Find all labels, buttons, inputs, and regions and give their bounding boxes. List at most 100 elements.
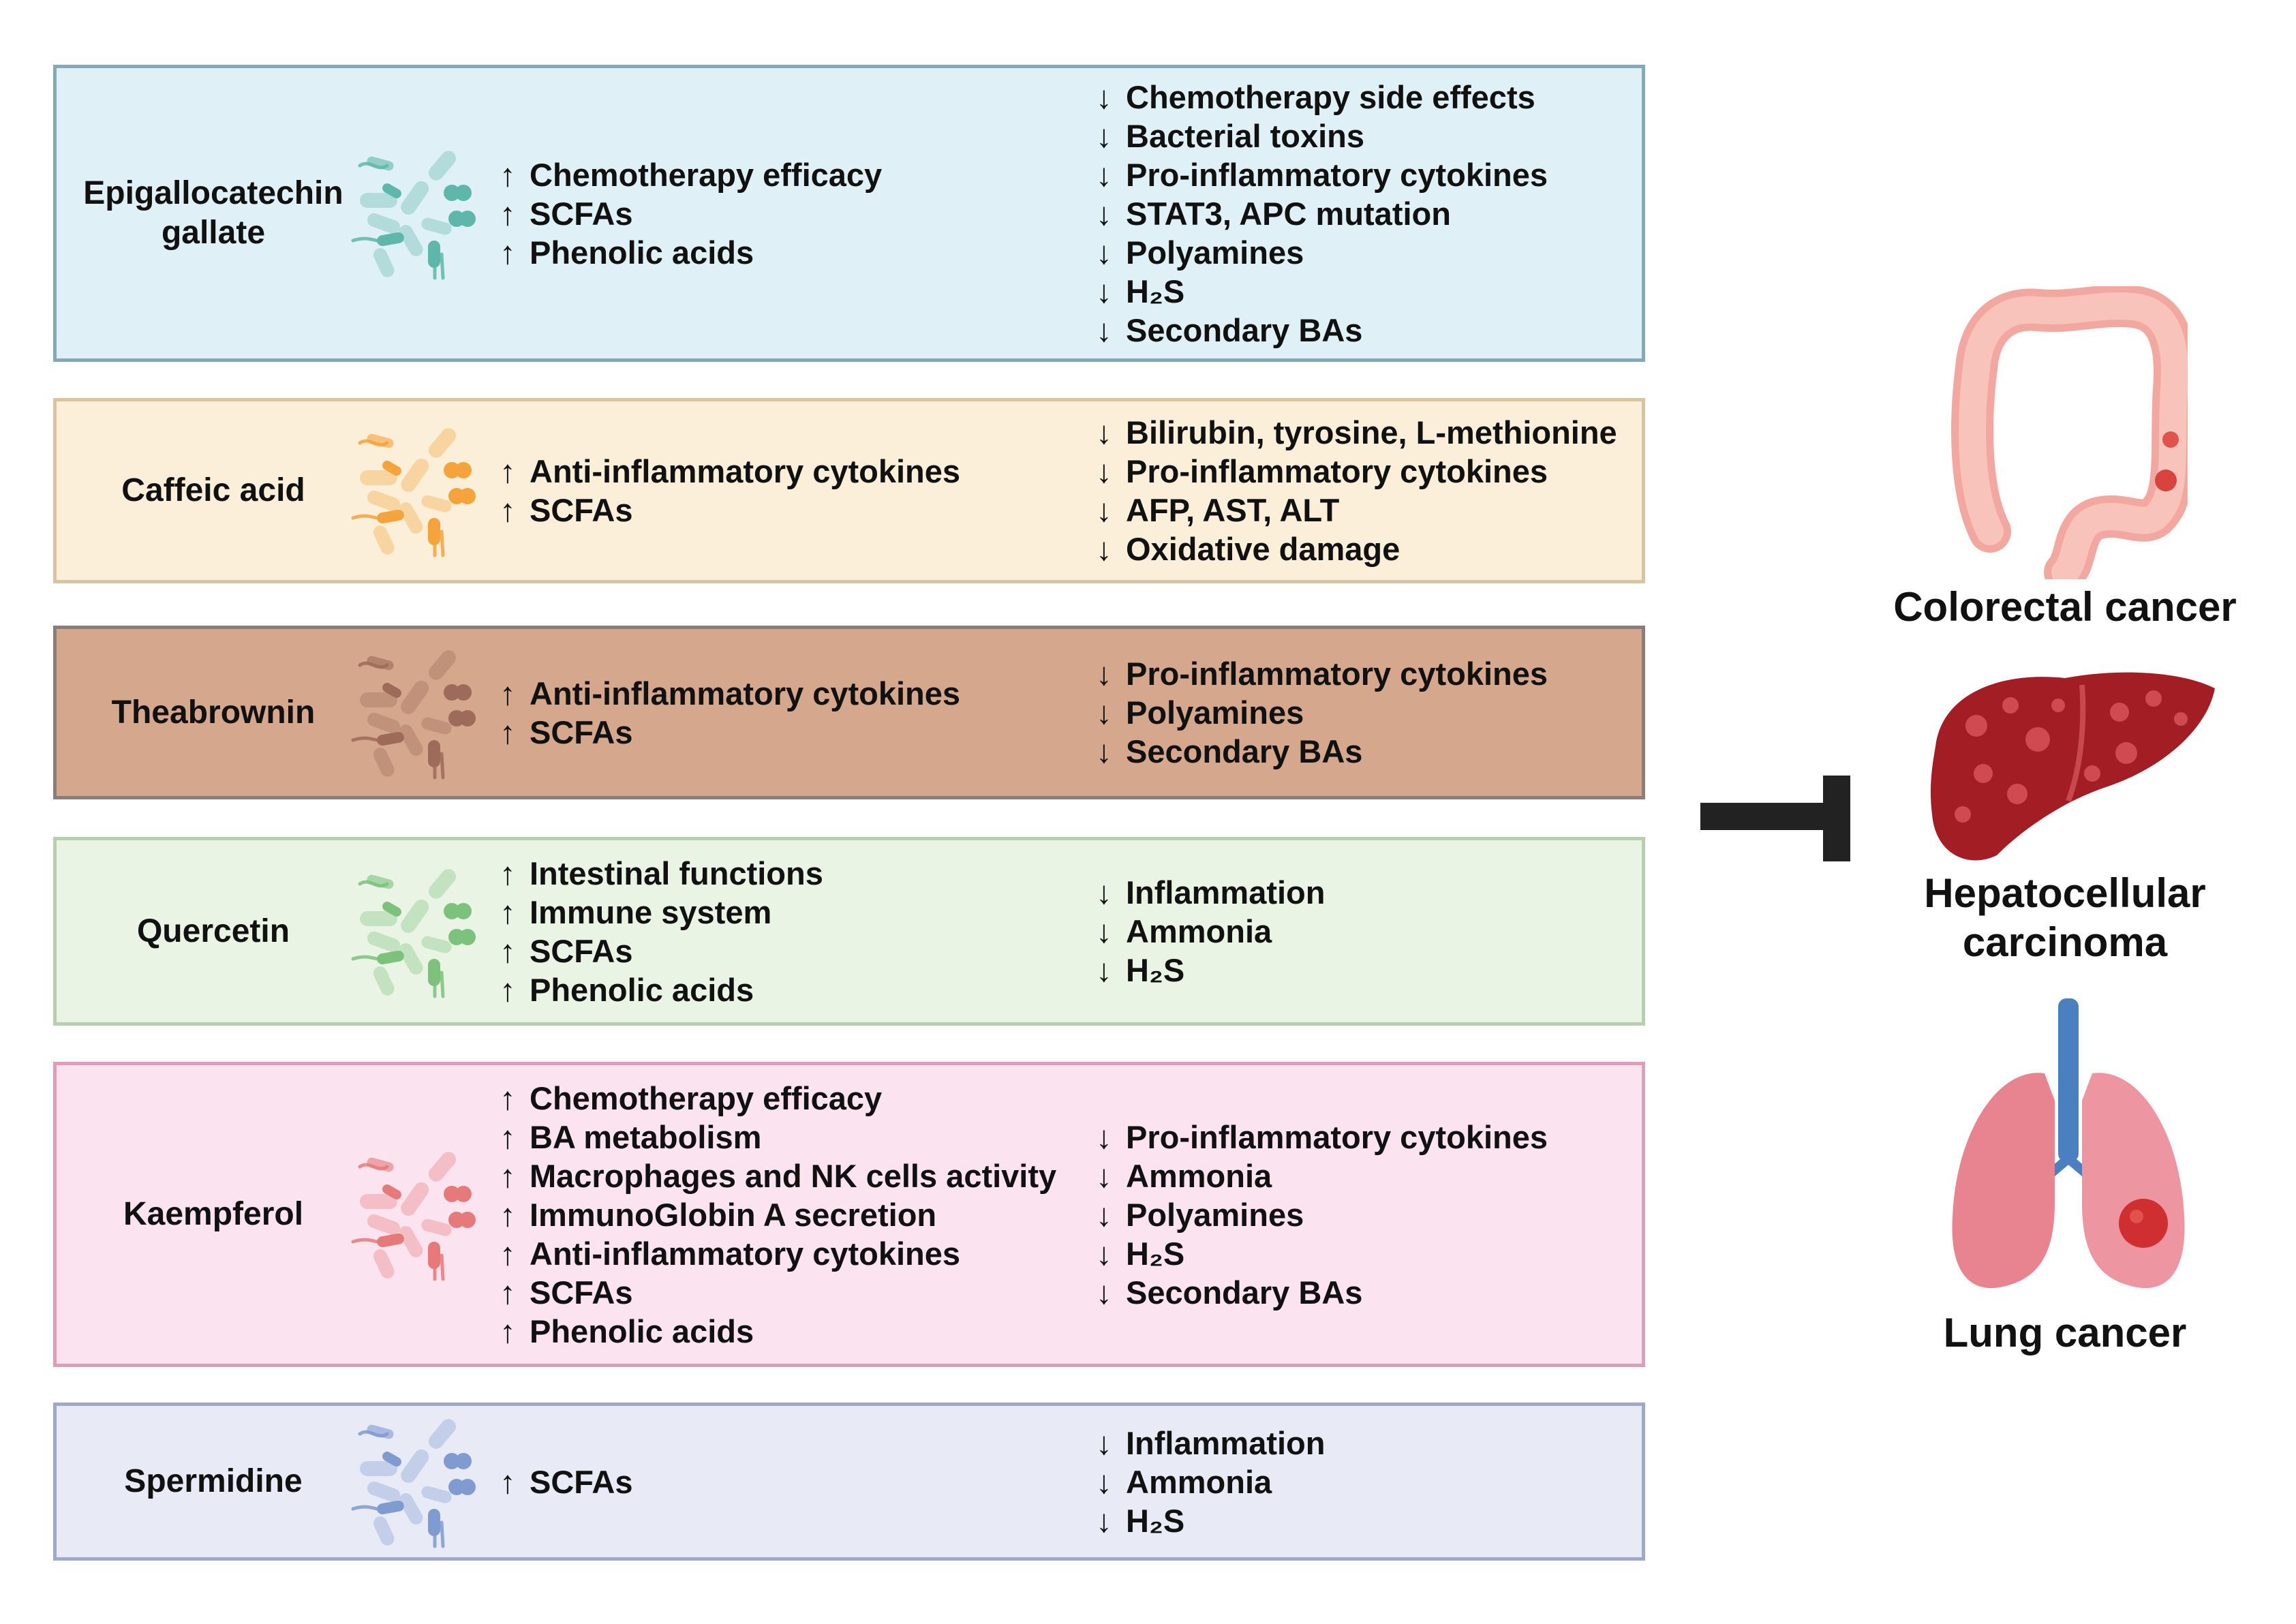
effect-text: Polyamines [1126, 234, 1304, 271]
compound-panel: Spermidine ↑SCFAs↓Inflammation↓Ammonia↓H… [53, 1403, 1645, 1561]
decreased-effects-list: ↓ Inflammation ↓ Ammonia↓H₂S [1096, 840, 1325, 1022]
increased-effect: ↑Chemotherapy efficacy [500, 1079, 1056, 1118]
effect-text: AFP, AST, ALT [1126, 492, 1340, 528]
effect-text: Chemotherapy efficacy [530, 156, 883, 193]
effect-text: Polyamines [1126, 1196, 1304, 1233]
effect-text: Ammonia [1126, 1463, 1272, 1500]
decreased-effect: ↓Inflammation [1096, 1424, 1325, 1462]
effect-text: Pro-inflammatory cytokines [1126, 656, 1548, 692]
down-arrow-icon: ↓ [1096, 1424, 1112, 1461]
effect-text: SCFAs [530, 195, 633, 232]
down-arrow-icon: ↓ [1096, 1502, 1112, 1539]
down-arrow-icon: ↓ [1096, 1235, 1112, 1272]
up-arrow-icon: ↑ [500, 893, 516, 930]
effect-text: BA metabolism [530, 1118, 762, 1155]
down-arrow-icon: ↓ [1096, 311, 1112, 348]
decreased-effect: ↓ Pro-inflammatory cytokines [1096, 654, 1548, 693]
liver-icon [1930, 672, 2215, 861]
down-arrow-icon: ↓ [1096, 156, 1112, 193]
decreased-effect: ↓ Ammonia [1096, 1462, 1325, 1501]
increased-effect: ↑ SCFAs [500, 194, 882, 233]
down-arrow-icon: ↓ [1096, 952, 1112, 988]
increased-effect: ↑ImmunoGlobin A secretion [500, 1195, 1056, 1234]
effect-text: Immune system [530, 893, 772, 930]
effect-text: H₂S [1126, 1235, 1185, 1272]
effect-text: Anti-inflammatory cytokines [530, 1235, 961, 1272]
up-arrow-icon: ↑ [500, 714, 516, 750]
decreased-effect: ↓ Polyamines [1096, 1195, 1548, 1234]
down-arrow-icon: ↓ [1096, 1463, 1112, 1500]
compound-name: Caffeic acid [121, 472, 305, 508]
up-arrow-icon: ↑ [500, 1313, 516, 1349]
decreased-effect: ↓ Inflammation [1096, 873, 1325, 912]
gut-microbiota-icon [339, 1407, 489, 1557]
decreased-effect: ↓ AFP, AST, ALT [1096, 491, 1617, 530]
up-arrow-icon: ↑ [500, 195, 516, 232]
down-arrow-icon: ↓ [1096, 733, 1112, 769]
effect-text: SCFAs [530, 492, 633, 528]
gut-microbiota-icon [339, 1139, 489, 1289]
increased-effects-list: ↑Anti-inflammatory cytokines↑SCFAs [500, 401, 960, 580]
down-arrow-icon: ↓ [1096, 195, 1112, 232]
up-arrow-icon: ↑ [500, 1463, 516, 1500]
compound-name: Spermidine [124, 1463, 303, 1499]
decreased-effect: ↓ Secondary BAs [1096, 1273, 1548, 1312]
effect-text: Oxidative damage [1126, 531, 1400, 567]
increased-effect: ↑ Phenolic acids [500, 970, 823, 1009]
compound-name: Theabrownin [111, 694, 316, 731]
up-arrow-icon: ↑ [500, 1079, 516, 1116]
down-arrow-icon: ↓ [1096, 694, 1112, 731]
up-arrow-icon: ↑ [500, 156, 516, 193]
down-arrow-icon: ↓ [1096, 492, 1112, 528]
effect-text: Pro-inflammatory cytokines [1126, 1118, 1548, 1155]
down-arrow-icon: ↓ [1096, 874, 1112, 910]
up-arrow-icon: ↑ [500, 971, 516, 1008]
gut-microbiota-icon [339, 138, 489, 288]
increased-effect: ↑ SCFAs [500, 491, 960, 530]
down-arrow-icon: ↓ [1096, 234, 1112, 271]
down-arrow-icon: ↓ [1096, 1274, 1112, 1311]
effect-text: STAT3, APC mutation [1126, 195, 1451, 232]
up-arrow-icon: ↑ [500, 492, 516, 528]
decreased-effect: ↓Pro-inflammatory cytokines [1096, 155, 1548, 194]
decreased-effect: ↓Ammonia [1096, 1156, 1548, 1195]
up-arrow-icon: ↑ [500, 1274, 516, 1311]
cancer-label-colorectal: Colorectal cancer [1893, 584, 2237, 630]
up-arrow-icon: ↑ [500, 453, 516, 489]
decreased-effect: ↓ H₂S [1096, 1234, 1548, 1273]
decreased-effect: ↓ Bacterial toxins [1096, 117, 1548, 155]
effect-text: Bacterial toxins [1126, 117, 1365, 154]
decreased-effects-list: ↓Pro-inflammatory cytokines↓Polyamines↓S… [1096, 629, 1548, 796]
effect-text: Anti-inflammatory cytokines [530, 675, 961, 711]
effect-text: SCFAs [530, 1274, 633, 1311]
increased-effect: ↑Phenolic acids [500, 233, 882, 272]
colon-icon [1951, 286, 2188, 579]
up-arrow-icon: ↑ [500, 1235, 516, 1272]
decreased-effect: ↓ Polyamines [1096, 233, 1548, 272]
down-arrow-icon: ↓ [1096, 1157, 1112, 1194]
gut-microbiota-icon [339, 416, 489, 566]
down-arrow-icon: ↓ [1096, 117, 1112, 154]
decreased-effect: ↓H₂S [1096, 951, 1325, 990]
effect-text: H₂S [1126, 1502, 1185, 1539]
increased-effect: ↑ Immune system [500, 893, 823, 932]
inhibition-symbol-stem [1700, 803, 1837, 830]
down-arrow-icon: ↓ [1096, 1196, 1112, 1233]
up-arrow-icon: ↑ [500, 855, 516, 891]
inhibition-symbol-bar [1823, 776, 1850, 861]
increased-effects-list: ↑Chemotherapy efficacy↑BA metabolism↑Mac… [500, 1065, 1056, 1364]
effect-text: Inflammation [1126, 874, 1326, 910]
increased-effect: ↑ Chemotherapy efficacy [500, 155, 882, 194]
gut-microbiota-icon [339, 638, 489, 788]
compound-name: Kaempferol [123, 1196, 304, 1232]
effect-text: Phenolic acids [530, 971, 754, 1008]
effect-text: Intestinal functions [530, 855, 823, 891]
increased-effect: ↑ Phenolic acids [500, 1312, 1056, 1351]
decreased-effect: ↓Secondary BAs [1096, 311, 1548, 350]
effect-text: Phenolic acids [530, 1313, 754, 1349]
effect-text: Ammonia [1126, 913, 1272, 949]
down-arrow-icon: ↓ [1096, 656, 1112, 692]
down-arrow-icon: ↓ [1096, 453, 1112, 489]
effect-text: Secondary BAs [1126, 1274, 1363, 1311]
up-arrow-icon: ↑ [500, 932, 516, 969]
